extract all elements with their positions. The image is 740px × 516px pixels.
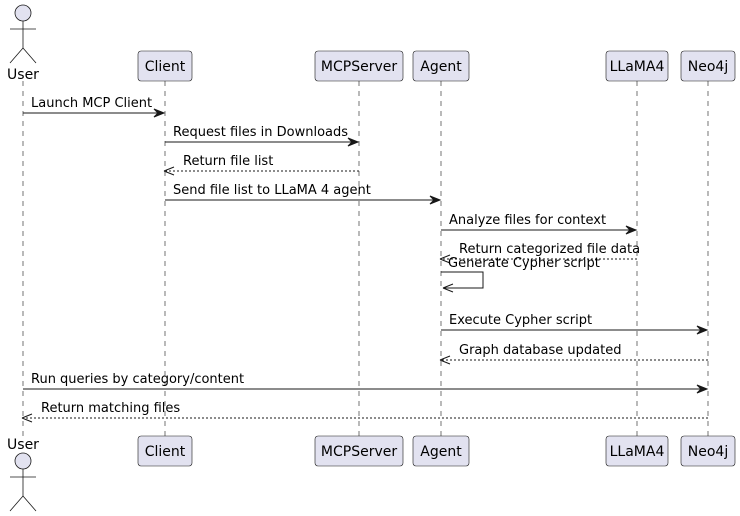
message-arrow	[441, 271, 484, 289]
message-9: Graph database updated	[439, 343, 708, 365]
message-label: Return categorized file data	[459, 242, 640, 257]
participant-mcpserver-top: MCPServer	[314, 50, 404, 82]
participant-label: LLaMA4	[610, 444, 665, 460]
message-3: Return file list	[163, 154, 359, 176]
participant-client-bottom: Client	[137, 435, 193, 467]
actor-icon	[9, 4, 37, 64]
participant-label: Client	[145, 59, 186, 75]
participant-box	[605, 50, 669, 82]
arrow-head	[625, 225, 638, 235]
arrow-head	[153, 108, 166, 118]
message-1: Launch MCP Client	[23, 96, 166, 118]
participant-neo4j-top: Neo4j	[680, 50, 736, 82]
actor-icon	[9, 452, 37, 512]
participant-label: Client	[145, 444, 186, 460]
participant-box	[137, 50, 193, 82]
arrow-head	[696, 325, 709, 335]
message-2: Request files in Downloads	[165, 125, 360, 147]
participant-box	[412, 50, 470, 82]
participant-label: LLaMA4	[610, 59, 665, 75]
message-label: Request files in Downloads	[173, 125, 348, 140]
participant-box	[605, 435, 669, 467]
participant-agent-bottom: Agent	[412, 435, 470, 467]
participants-bottom: User Client MCPServer Agent LLaMA4 Neo4j	[7, 435, 736, 512]
arrow-head	[163, 166, 175, 176]
participant-label: MCPServer	[321, 444, 397, 460]
message-label: Analyze files for context	[449, 213, 606, 228]
message-7: Generate Cypher script	[441, 256, 600, 293]
participant-label: MCPServer	[321, 59, 397, 75]
message-6: Return categorized file data	[439, 242, 640, 264]
message-8: Execute Cypher script	[441, 313, 709, 335]
arrow-head	[439, 254, 451, 264]
participant-box	[412, 435, 470, 467]
message-label: Execute Cypher script	[449, 313, 592, 328]
arrow-head	[347, 137, 360, 147]
arrow-head	[696, 384, 709, 394]
participant-client-top: Client	[137, 50, 193, 82]
participant-box	[137, 435, 193, 467]
participant-llama4-top: LLaMA4	[605, 50, 669, 82]
message-label: Run queries by category/content	[31, 372, 244, 387]
participant-neo4j-bottom: Neo4j	[680, 435, 736, 467]
message-label: Return file list	[183, 154, 273, 169]
participant-llama4-bottom: LLaMA4	[605, 435, 669, 467]
message-label: Generate Cypher script	[448, 256, 600, 271]
participant-box	[680, 435, 736, 467]
message-11: Return matching files	[21, 401, 708, 423]
message-10: Run queries by category/content	[23, 372, 709, 394]
participant-label: Neo4j	[688, 59, 728, 75]
arrow-head	[439, 355, 451, 365]
message-label: Graph database updated	[459, 343, 621, 358]
participant-label: Neo4j	[688, 444, 728, 460]
participant-label-bottom: User	[7, 437, 39, 453]
participant-agent-top: Agent	[412, 50, 470, 82]
participant-label: Agent	[420, 444, 462, 460]
message-label: Launch MCP Client	[31, 96, 152, 111]
message-5: Analyze files for context	[441, 213, 638, 235]
participant-box	[680, 50, 736, 82]
participant-box	[314, 50, 404, 82]
participant-box	[314, 435, 404, 467]
message-label: Send file list to LLaMA 4 agent	[173, 183, 371, 198]
participants-top: User Client MCPServer Agent LLaMA4 Neo4j	[7, 4, 736, 83]
arrow-head	[429, 195, 442, 205]
participant-mcpserver-bottom: MCPServer	[314, 435, 404, 467]
arrow-head	[21, 413, 33, 423]
message-4: Send file list to LLaMA 4 agent	[165, 183, 442, 205]
participant-label-top: User	[7, 67, 39, 83]
message-label: Return matching files	[41, 401, 180, 416]
participant-label: Agent	[420, 59, 462, 75]
